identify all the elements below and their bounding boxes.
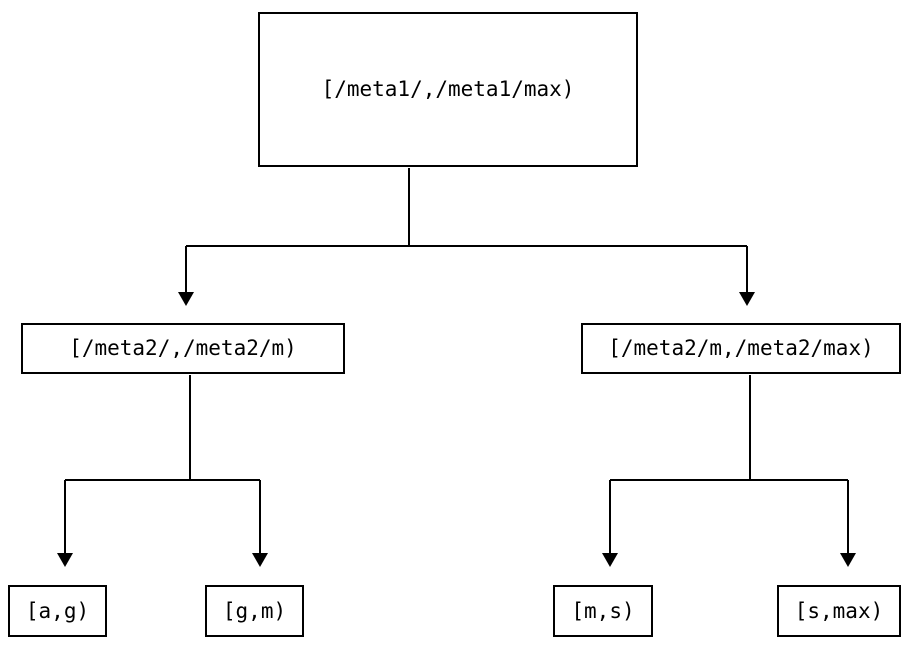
tree-node-mid-right[interactable]: [/meta2/m,/meta2/max) <box>581 323 901 374</box>
tree-node-leaf-smax[interactable]: [s,max) <box>777 585 901 637</box>
tree-node-mid-right-label: [/meta2/m,/meta2/max) <box>608 336 874 360</box>
tree-node-root-label: [/meta1/,/meta1/max) <box>321 77 575 101</box>
tree-node-leaf-smax-label: [s,max) <box>794 598 884 623</box>
tree-node-mid-left[interactable]: [/meta2/,/meta2/m) <box>21 323 345 374</box>
tree-node-leaf-ag[interactable]: [a,g) <box>8 585 107 637</box>
edge-midleft-children <box>57 375 268 567</box>
arrowhead-down-icon <box>178 292 194 306</box>
edge-root-mid-left <box>178 168 747 306</box>
tree-node-root[interactable]: [/meta1/,/meta1/max) <box>258 12 638 167</box>
arrowhead-down-icon <box>252 553 268 567</box>
arrowhead-down-icon <box>739 292 755 306</box>
tree-node-leaf-gm[interactable]: [g,m) <box>205 585 304 637</box>
arrowhead-down-icon <box>57 553 73 567</box>
edge-midright-children <box>602 375 856 567</box>
tree-node-leaf-gm-label: [g,m) <box>222 598 287 623</box>
tree-node-leaf-ms-label: [m,s) <box>571 598 635 623</box>
edge-root-mid-right <box>739 246 755 306</box>
tree-node-leaf-ag-label: [a,g) <box>25 598 90 623</box>
arrowhead-down-icon <box>840 553 856 567</box>
tree-node-mid-left-label: [/meta2/,/meta2/m) <box>69 336 297 360</box>
tree-node-leaf-ms[interactable]: [m,s) <box>553 585 653 637</box>
arrowhead-down-icon <box>602 553 618 567</box>
